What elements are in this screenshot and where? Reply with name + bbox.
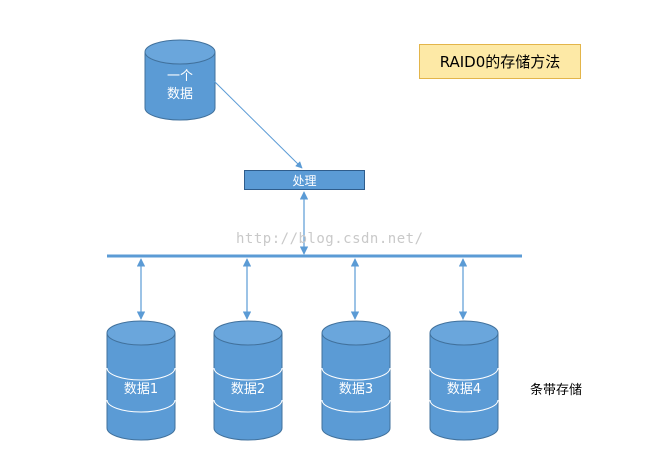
- disk-label-2: 数据2: [230, 382, 266, 397]
- disk-cylinder-3: [321, 320, 391, 441]
- source-to-process-arrow: [212, 79, 303, 169]
- process-box: 处理: [244, 170, 365, 190]
- disk-cylinder-4: [429, 320, 499, 441]
- source-data-label: 一个 数据: [145, 68, 215, 104]
- source-label-line1: 一个: [166, 69, 193, 84]
- source-data-cylinder: [144, 39, 216, 121]
- disk-cylinder-1: [106, 320, 176, 441]
- disk-cylinder-2: [213, 320, 283, 441]
- watermark-url: http://blog.csdn.net/: [236, 231, 424, 247]
- disk-label-1: 数据1: [123, 382, 159, 397]
- stripe-storage-label: 条带存储: [530, 383, 583, 398]
- diagram-title: RAID0的存储方法: [419, 44, 581, 79]
- disk-label-4: 数据4: [446, 382, 482, 397]
- disk-label-3: 数据3: [338, 382, 374, 397]
- source-label-line2: 数据: [166, 87, 193, 102]
